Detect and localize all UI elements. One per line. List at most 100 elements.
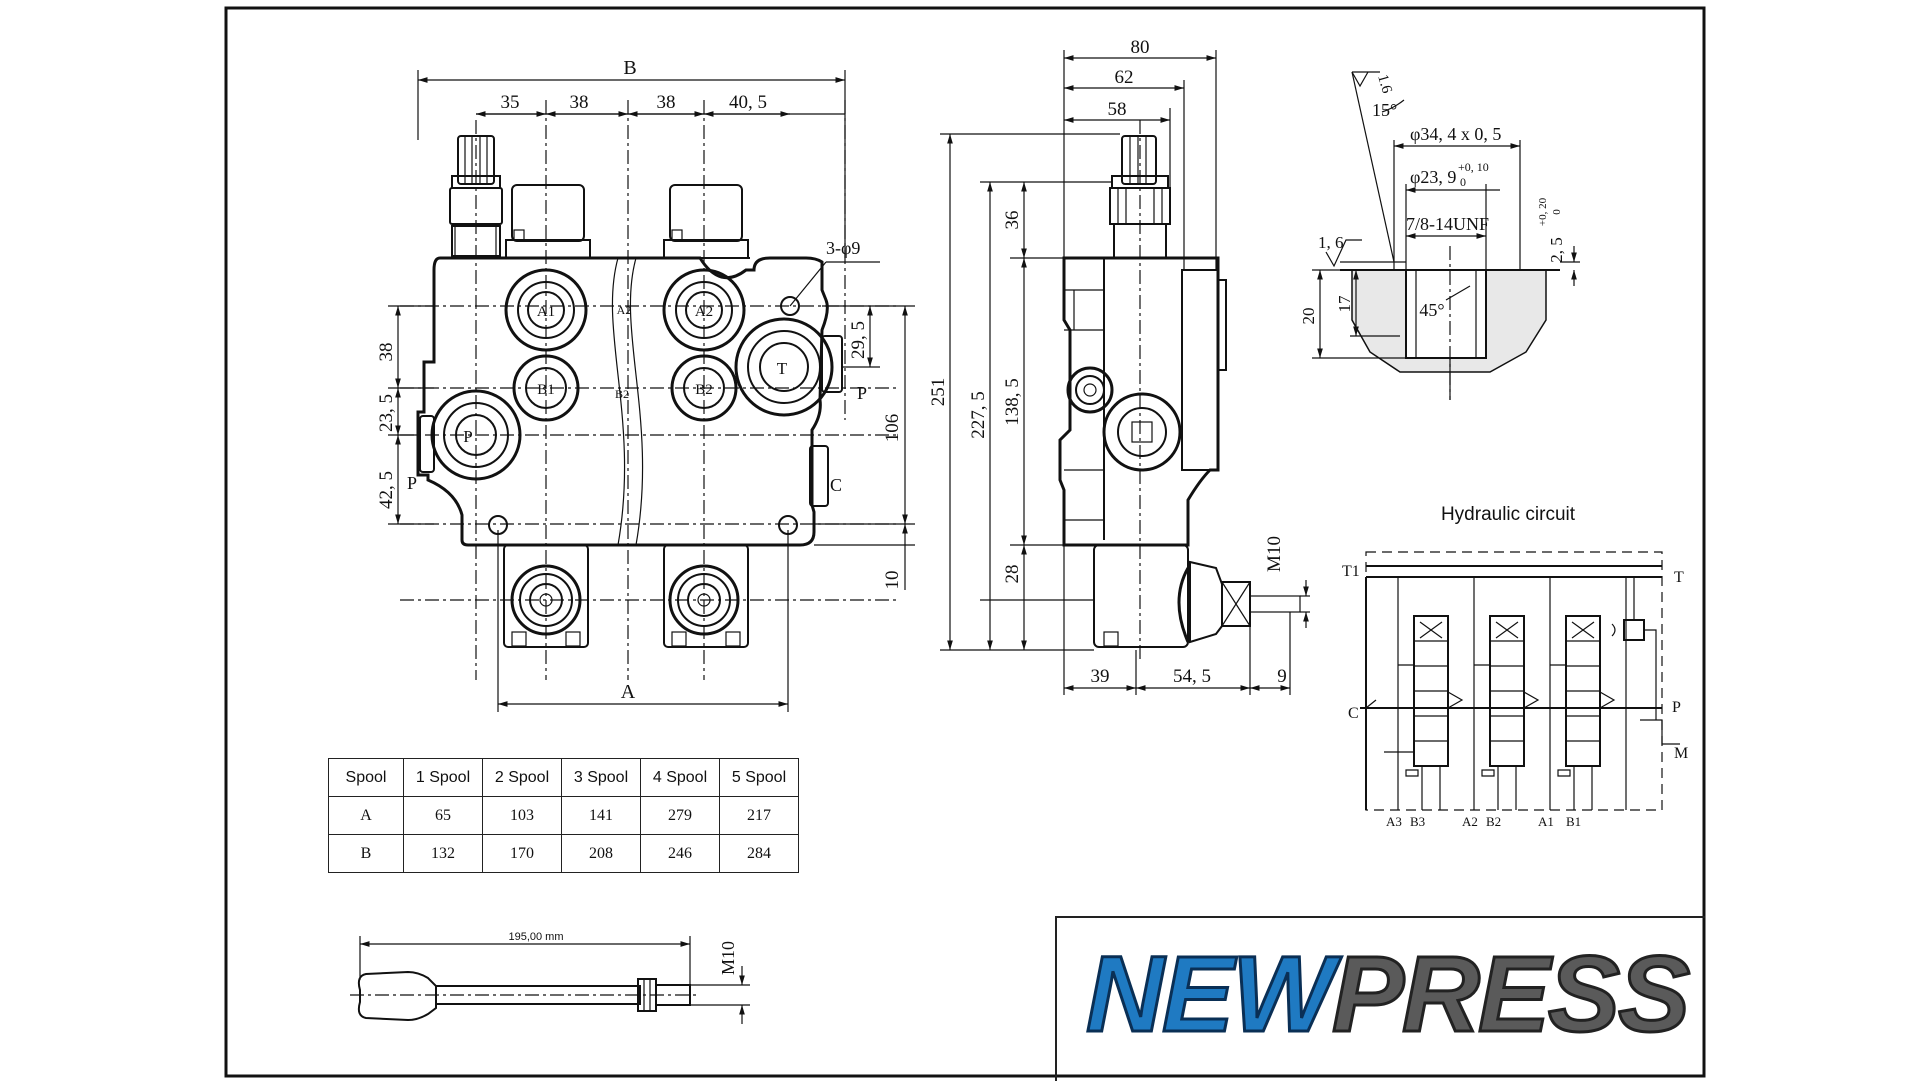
thread-spec: 7/8-14UNF xyxy=(1406,214,1489,234)
table-header-cell: 3 Spool xyxy=(561,758,641,797)
dia-23: φ23, 9 xyxy=(1410,167,1456,187)
surface-left: 1, 6 xyxy=(1318,233,1344,252)
dim-9: 9 xyxy=(1277,666,1287,687)
logo-part-new: NEW xyxy=(1085,933,1336,1054)
depth-2-5: 2, 5 xyxy=(1547,237,1566,263)
dim-80: 80 xyxy=(1131,37,1150,58)
dim-B: B xyxy=(623,57,636,79)
port-A2-mid-label: A2 xyxy=(617,303,632,317)
dim-23-5: 23, 5 xyxy=(376,394,397,432)
dim-10: 10 xyxy=(882,571,903,590)
dia-23-tol-bot: 0 xyxy=(1460,175,1466,189)
table-cell: 132 xyxy=(403,834,483,873)
lever-drawing xyxy=(350,936,750,1024)
lever-thread: M10 xyxy=(718,941,738,975)
hydraulic-circuit xyxy=(1360,551,1680,811)
dim-42-5: 42, 5 xyxy=(376,471,397,509)
circuit-port-B2: B2 xyxy=(1486,814,1501,829)
dim-29-5: 29, 5 xyxy=(848,321,869,359)
dim-39: 39 xyxy=(1091,666,1110,687)
label-P-left: P xyxy=(407,473,417,493)
dim-62: 62 xyxy=(1115,67,1134,88)
logo-frame xyxy=(1055,916,1705,1081)
dim-40-5: 40, 5 xyxy=(729,92,767,113)
angle-45: 45° xyxy=(1419,300,1444,320)
angle-15: 15° xyxy=(1372,100,1397,120)
port-P-label: P xyxy=(463,427,472,446)
port-A1-label: A1 xyxy=(537,304,555,320)
dim-54-5: 54, 5 xyxy=(1173,666,1211,687)
depth-tol-bot: 0 xyxy=(1551,209,1563,215)
circuit-P: P xyxy=(1672,699,1681,716)
dim-20: 20 xyxy=(1299,308,1318,325)
table-cell: 65 xyxy=(403,796,483,835)
spool-table: Spool 1 Spool 2 Spool 3 Spool 4 Spool 5 … xyxy=(328,758,799,873)
table-cell: 284 xyxy=(719,834,799,873)
dim-17: 17 xyxy=(1335,295,1354,313)
dim-38a: 38 xyxy=(570,92,589,113)
dim-58: 58 xyxy=(1108,99,1127,120)
dim-38-left: 38 xyxy=(376,343,397,362)
port-T-label: T xyxy=(777,359,788,378)
table-header-cell: 2 Spool xyxy=(482,758,562,797)
dim-106: 106 xyxy=(882,414,903,443)
dim-227-5: 227, 5 xyxy=(968,391,989,439)
side-view xyxy=(940,50,1310,695)
spool-table-header: Spool 1 Spool 2 Spool 3 Spool 4 Spool 5 … xyxy=(328,758,799,797)
circuit-title: Hydraulic circuit xyxy=(1441,504,1576,525)
circuit-port-B3: B3 xyxy=(1410,814,1425,829)
side-view-labels: 80 62 58 36 251 227, 5 138, 5 28 39 54, … xyxy=(928,37,1287,687)
table-row: B 132 170 208 246 284 xyxy=(328,834,799,873)
lever-labels: 195,00 mm M10 xyxy=(508,931,738,975)
circuit-M: M xyxy=(1674,745,1688,762)
circuit-port-A2: A2 xyxy=(1462,814,1478,829)
label-P-right: P xyxy=(857,383,867,403)
dim-38b: 38 xyxy=(657,92,676,113)
circuit-port-B1: B1 xyxy=(1566,814,1581,829)
dim-M10-side: M10 xyxy=(1264,536,1285,572)
surface-mark: 1.6 xyxy=(1374,73,1395,96)
circuit-port-A3: A3 xyxy=(1386,814,1402,829)
logo-part-press: PRESS xyxy=(1330,933,1691,1054)
port-B2-label: B2 xyxy=(695,382,713,398)
table-row: A 65 103 141 279 217 xyxy=(328,796,799,835)
brand-logo: NEWPRESS xyxy=(1085,938,1692,1049)
table-header-cell: Spool xyxy=(328,758,404,797)
front-view xyxy=(388,70,915,712)
dim-35: 35 xyxy=(501,92,520,113)
dia-23-tol-top: +0, 10 xyxy=(1458,160,1489,174)
sheet-frame xyxy=(224,6,1706,1078)
circuit-T: T xyxy=(1674,569,1684,586)
dim-28: 28 xyxy=(1002,565,1023,584)
label-C: C xyxy=(830,475,842,495)
table-header-cell: 1 Spool xyxy=(403,758,483,797)
table-cell: 103 xyxy=(482,796,562,835)
table-cell: 217 xyxy=(719,796,799,835)
table-cell: B xyxy=(328,834,404,873)
front-view-labels: B 35 38 38 40, 5 A 38 23, 5 42, 5 29, 5 … xyxy=(376,57,903,703)
dim-138-5: 138, 5 xyxy=(1002,378,1023,426)
dim-36: 36 xyxy=(1002,211,1023,230)
hole-note: 3-φ9 xyxy=(826,238,860,258)
table-header-cell: 4 Spool xyxy=(640,758,720,797)
circuit-C: C xyxy=(1348,705,1359,722)
table-header-cell: 5 Spool xyxy=(719,758,799,797)
port-detail-labels: 1.6 15° φ34, 4 x 0, 5 φ23, 9 +0, 10 0 7/… xyxy=(1299,73,1566,325)
dim-251: 251 xyxy=(928,378,949,407)
dia-34: φ34, 4 x 0, 5 xyxy=(1410,124,1501,144)
hydraulic-circuit-labels: Hydraulic circuit T1 T C P M A3 B3 A2 B2… xyxy=(1342,504,1688,829)
port-B2-mid-label: B2 xyxy=(615,387,629,401)
table-cell: 170 xyxy=(482,834,562,873)
table-cell: 208 xyxy=(561,834,641,873)
table-cell: 141 xyxy=(561,796,641,835)
port-A2-label: A2 xyxy=(695,304,713,320)
table-cell: 246 xyxy=(640,834,720,873)
circuit-T1: T1 xyxy=(1342,563,1360,580)
table-cell: 279 xyxy=(640,796,720,835)
circuit-port-A1: A1 xyxy=(1538,814,1554,829)
port-detail xyxy=(1312,71,1580,400)
dim-A: A xyxy=(621,681,636,703)
depth-tol-top: +0, 20 xyxy=(1537,197,1549,226)
